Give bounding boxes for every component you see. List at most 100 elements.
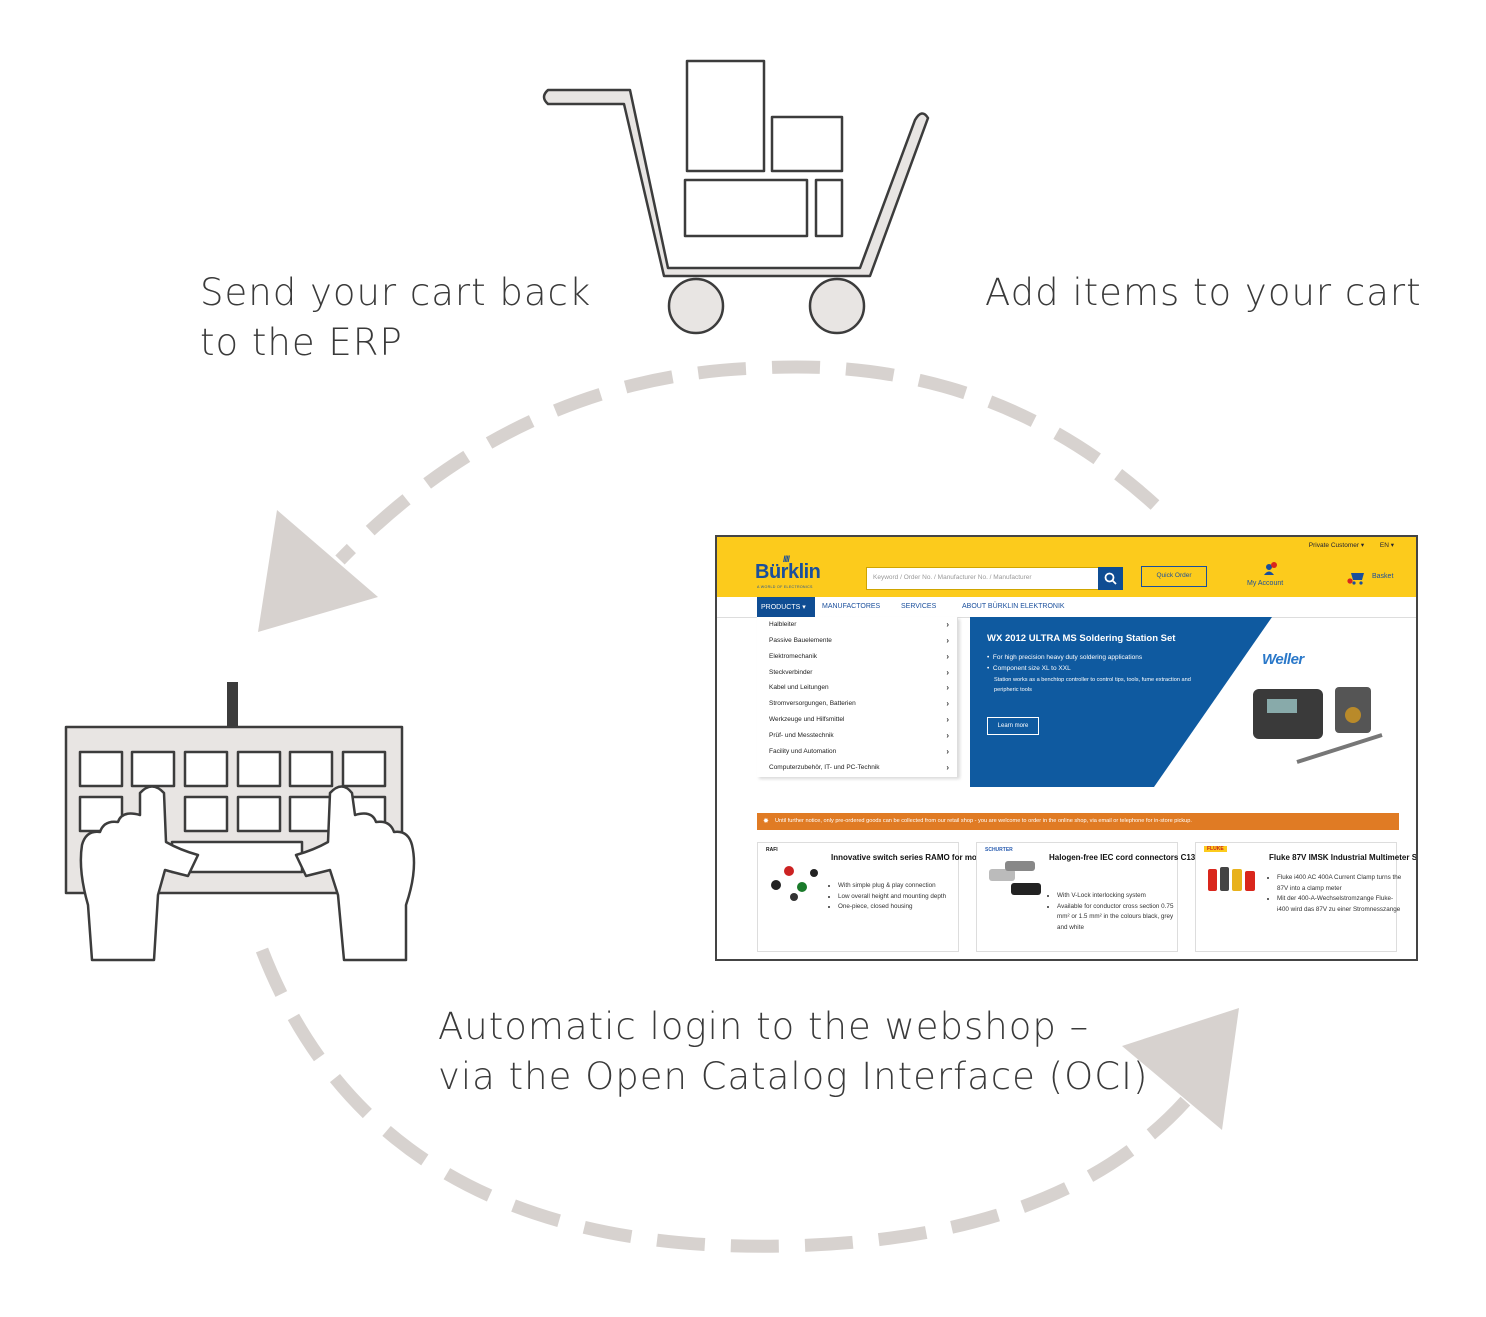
account-icon <box>1264 562 1277 575</box>
basket-icon <box>1347 573 1364 585</box>
product-image <box>989 861 1041 895</box>
chevron-right-icon: › <box>946 699 949 708</box>
chevron-right-icon: › <box>946 652 949 661</box>
chevron-right-icon: › <box>946 668 949 677</box>
card-bullet: With simple plug & play connection <box>838 881 964 892</box>
hero-bullet: • For high precision heavy duty solderin… <box>987 654 1143 661</box>
category-menu: Halbleiter › Passive Bauelemente › Elektro… <box>757 617 958 777</box>
card-bullet: Fluke i400 AC 400A Current Clamp turns t… <box>1277 873 1403 894</box>
menu-item[interactable]: Stromversorgungen, Batterien › <box>769 699 951 708</box>
card-title: Halogen-free IEC cord connectors C13 wit… <box>1049 853 1337 862</box>
menu-item-label: Kabel und Leitungen <box>769 684 829 691</box>
menu-item-label: Werkzeuge und Hilfsmittel <box>769 716 845 723</box>
customer-type-link[interactable]: Private Customer ▾ <box>1308 542 1365 549</box>
card-bullets: With simple plug & play connection Low o… <box>828 881 964 913</box>
card-bullets: With V-Lock interlocking system Availabl… <box>1047 891 1183 933</box>
brand-logo: RAFI <box>766 847 778 853</box>
webshop-screenshot: Private Customer ▾ EN ▾ //// Bürklin A W… <box>715 535 1418 961</box>
nav-about[interactable]: ABOUT BÜRKLIN ELEKTRONIK <box>962 603 1065 610</box>
top-links: Private Customer ▾ EN ▾ <box>1295 541 1394 549</box>
nav-active-bg <box>757 597 815 617</box>
hero-banner <box>970 617 1383 787</box>
brand-logo: SCHURTER <box>985 847 1013 853</box>
menu-item[interactable]: Computerzubehör, IT- und PC-Technik › <box>769 763 951 772</box>
card-bullet: With V-Lock interlocking system <box>1057 891 1183 902</box>
menu-item[interactable]: Halbleiter › <box>769 620 951 629</box>
card-bullets: Fluke i400 AC 400A Current Clamp turns t… <box>1267 873 1403 915</box>
logo-tagline: A WORLD OF ELECTRONICS <box>757 585 813 589</box>
chevron-right-icon: › <box>946 620 949 629</box>
basket-link[interactable]: Basket <box>1372 573 1394 580</box>
bottom-dashed-arc <box>255 947 1200 1253</box>
caption-send-cart-back: Send your cart back to the ERP <box>200 268 591 368</box>
weller-logo: Weller <box>1262 651 1304 668</box>
language-link[interactable]: EN ▾ <box>1379 542 1394 549</box>
product-card[interactable]: RAFI Innovative switch series RAMO for m… <box>757 842 1096 952</box>
nav-manufacturers[interactable]: MANUFACTORES <box>822 603 881 610</box>
caption-line: Add items to your cart <box>985 271 1422 314</box>
search-placeholder: Keyword / Order No. / Manufacturer No. /… <box>873 574 1032 581</box>
hero-bullet-text: For high precision heavy duty soldering … <box>992 654 1143 661</box>
caption-line: Automatic login to the webshop – <box>438 1005 1090 1048</box>
product-card[interactable]: FLUKE Fluke 87V IMSK Industrial Multimet… <box>1195 842 1418 952</box>
notice-bar <box>757 813 1399 830</box>
nav-services[interactable]: SERVICES <box>901 603 937 610</box>
menu-item-label: Computerzubehör, IT- und PC-Technik <box>769 764 880 771</box>
hero-bullet: • Component size XL to XXL <box>987 665 1071 672</box>
arrowhead-right <box>1122 1008 1239 1130</box>
shop-logo[interactable]: Bürklin <box>755 561 821 583</box>
chevron-right-icon: › <box>946 763 949 772</box>
top-dashed-arc <box>335 360 1160 565</box>
chevron-right-icon: › <box>946 715 949 724</box>
my-account-link[interactable]: My Account <box>1247 580 1284 587</box>
menu-item-label: Halbleiter <box>769 621 797 628</box>
menu-item-label: Stromversorgungen, Batterien <box>769 700 856 707</box>
hero-bullet-text: Component size XL to XXL <box>992 665 1071 672</box>
menu-item-label: Steckverbinder <box>769 669 813 676</box>
menu-item-label: Elektromechanik <box>769 653 818 660</box>
logo-mark-icon: //// <box>783 554 790 564</box>
quick-order-button[interactable]: Quick Order <box>1141 566 1207 587</box>
card-bullet: One-piece, closed housing <box>838 902 964 913</box>
menu-item[interactable]: Facility und Automation › <box>769 747 951 756</box>
chevron-right-icon: › <box>946 636 949 645</box>
caption-add-items: Add items to your cart <box>985 268 1422 318</box>
caption-automatic-login: Automatic login to the webshop – via the… <box>438 1002 1148 1102</box>
menu-item[interactable]: Passive Bauelemente › <box>769 636 951 645</box>
card-bullet: Available for conductor cross section 0.… <box>1057 902 1183 934</box>
shopping-cart-icon <box>542 59 930 335</box>
caption-line: Send your cart back <box>200 271 592 314</box>
card-title: Innovative switch series RAMO for mounti… <box>831 853 1096 862</box>
menu-item[interactable]: Prüf- und Messtechnik › <box>769 731 951 740</box>
menu-item[interactable]: Kabel und Leitungen › <box>769 683 951 692</box>
product-card[interactable]: SCHURTER Halogen-free IEC cord connector… <box>976 842 1337 952</box>
menu-item-label: Prüf- und Messtechnik <box>769 732 834 739</box>
main-nav: PRODUCTS ▾ MANUFACTORES SERVICES ABOUT B… <box>717 597 1416 618</box>
keyboard-hands-icon <box>64 682 416 962</box>
chevron-right-icon: › <box>946 747 949 756</box>
info-icon: ✸ <box>763 818 769 825</box>
product-image <box>1208 867 1255 891</box>
search-button[interactable] <box>1098 567 1123 590</box>
brand-logo: FLUKE <box>1204 846 1227 852</box>
card-title: Fluke 87V IMSK Industrial Multimeter Ser… <box>1269 853 1418 862</box>
hero-bullet-text: Station works as a benchtop controller t… <box>994 677 1191 693</box>
nav-products[interactable]: PRODUCTS ▾ <box>761 604 806 611</box>
search-icon <box>1104 572 1117 585</box>
menu-item-label: Facility und Automation <box>769 748 837 755</box>
menu-item[interactable]: Elektromechanik › <box>769 652 951 661</box>
learn-more-button[interactable]: Learn more <box>987 717 1039 735</box>
chevron-right-icon: › <box>946 683 949 692</box>
product-image <box>771 866 818 901</box>
menu-item-label: Passive Bauelemente <box>769 637 832 644</box>
caption-line: via the Open Catalog Interface (OCI) <box>438 1055 1149 1098</box>
caption-line: to the ERP <box>200 321 403 364</box>
chevron-right-icon: › <box>946 731 949 740</box>
search-input[interactable]: Keyword / Order No. / Manufacturer No. /… <box>866 567 1100 590</box>
card-bullet: Mit der 400-A-Wechselstromzange Fluke-i4… <box>1277 894 1403 915</box>
menu-item[interactable]: Steckverbinder › <box>769 668 951 677</box>
hero-title: WX 2012 ULTRA MS Soldering Station Set <box>987 633 1176 644</box>
menu-item[interactable]: Werkzeuge und Hilfsmittel › <box>769 715 951 724</box>
card-bullet: Low overall height and mounting depth <box>838 892 964 903</box>
